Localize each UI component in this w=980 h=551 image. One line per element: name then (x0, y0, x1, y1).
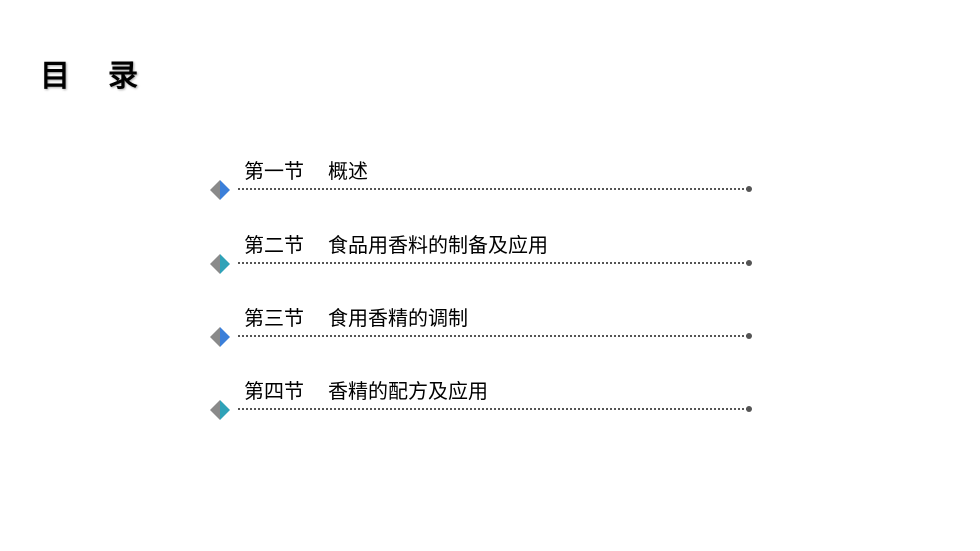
diamond-right-half (220, 254, 230, 274)
dotted-leader-line (238, 335, 748, 337)
dotted-leader-line (238, 408, 748, 410)
diamond-right-half (220, 400, 230, 420)
toc-section-number: 第三节 (244, 306, 304, 330)
toc-item-text: 第一节概述 (244, 157, 368, 185)
page-title-char: 录 (108, 59, 138, 94)
diamond-left-half (210, 180, 220, 200)
diamond-bullet-icon (210, 400, 230, 420)
diamond-left-half (210, 327, 220, 347)
toc-section-label: 食用香精的调制 (328, 306, 468, 330)
toc-item-text: 第四节香精的配方及应用 (244, 377, 488, 405)
toc-item-1[interactable]: 第一节概述 (208, 150, 756, 200)
leader-end-dot (746, 260, 752, 266)
leader-end-dot (746, 186, 752, 192)
leader-end-dot (746, 333, 752, 339)
toc-section-number: 第四节 (244, 379, 304, 403)
toc-section-label: 概述 (328, 159, 368, 183)
dotted-leader-line (238, 188, 748, 190)
toc-section-number: 第二节 (244, 233, 304, 257)
diamond-bullet-icon (210, 254, 230, 274)
diamond-right-half (220, 327, 230, 347)
toc-item-text: 第三节食用香精的调制 (244, 304, 468, 332)
diamond-bullet-icon (210, 180, 230, 200)
page-title: 目录 (40, 55, 138, 99)
leader-end-dot (746, 406, 752, 412)
page-title-char: 目 (40, 59, 70, 94)
diamond-bullet-icon (210, 327, 230, 347)
toc-section-number: 第一节 (244, 159, 304, 183)
toc-item-text: 第二节食品用香料的制备及应用 (244, 231, 548, 259)
toc-item-4[interactable]: 第四节香精的配方及应用 (208, 370, 756, 420)
diamond-left-half (210, 400, 220, 420)
toc-section-label: 香精的配方及应用 (328, 379, 488, 403)
toc-section-label: 食品用香料的制备及应用 (328, 233, 548, 257)
toc-item-3[interactable]: 第三节食用香精的调制 (208, 297, 756, 347)
diamond-right-half (220, 180, 230, 200)
diamond-left-half (210, 254, 220, 274)
toc-item-2[interactable]: 第二节食品用香料的制备及应用 (208, 224, 756, 274)
dotted-leader-line (238, 262, 748, 264)
